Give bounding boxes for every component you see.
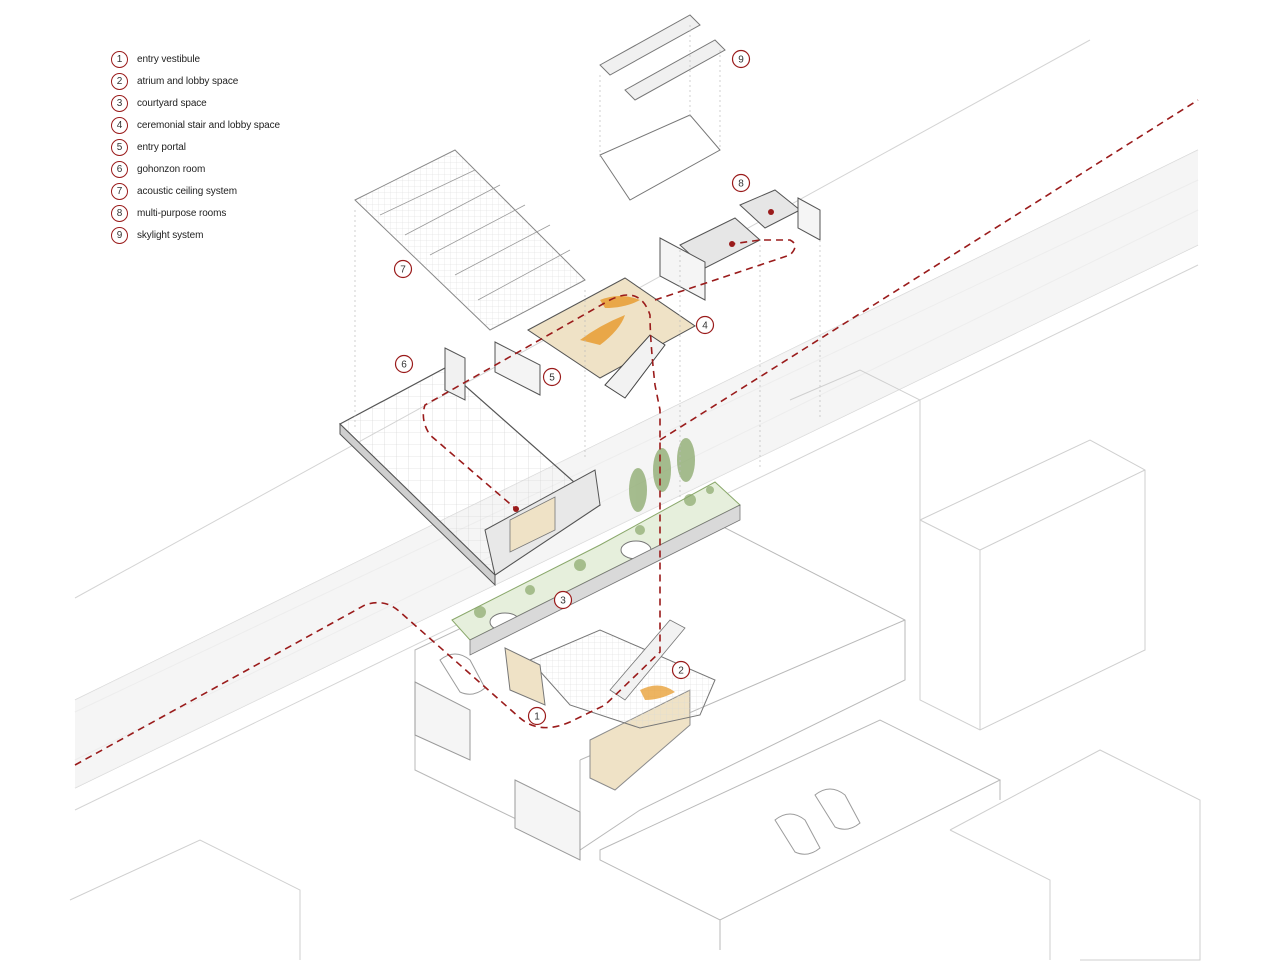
lobby-seating [580, 315, 625, 345]
acoustic-ceiling [354, 149, 586, 331]
legend-number: 8 [111, 204, 128, 222]
courtyard-wall [469, 504, 741, 656]
legend-label: acoustic ceiling system [137, 185, 237, 197]
legend-number: 3 [111, 94, 128, 112]
legend-label: skylight system [137, 229, 204, 241]
path-node [768, 209, 774, 215]
callout-2: 2 [671, 660, 691, 680]
legend-item: 2 atrium and lobby space [111, 70, 280, 92]
parked-car [439, 653, 861, 855]
path-node [513, 506, 519, 512]
callout-5: 5 [542, 367, 562, 387]
courtyard-planting [474, 486, 714, 618]
callout-3: 3 [553, 590, 573, 610]
gohonzon-room-side-wall [444, 347, 466, 401]
legend-number: 4 [111, 116, 128, 134]
callout-7: 7 [393, 259, 413, 279]
legend-label: entry portal [137, 141, 186, 153]
legend-number: 7 [111, 182, 128, 200]
callout-label: 4 [702, 321, 708, 332]
legend-item: 5 entry portal [111, 136, 280, 158]
callout-9: 9 [731, 49, 751, 69]
legend-number: 2 [111, 72, 128, 90]
gohonzon-altar [509, 496, 556, 553]
legend-label: ceremonial stair and lobby space [137, 119, 280, 131]
legend-number: 6 [111, 160, 128, 178]
callout-6: 6 [394, 354, 414, 374]
legend-number: 1 [111, 50, 128, 68]
legend-label: atrium and lobby space [137, 75, 239, 87]
skylight-unit [599, 14, 701, 76]
legend-item: 9 skylight system [111, 224, 280, 246]
skylight-frame [599, 114, 721, 201]
atrium-seating [640, 685, 675, 700]
legend-item: 6 gohonzon room [111, 158, 280, 180]
atrium-wall [504, 647, 546, 706]
legend: 1 entry vestibule 2 atrium and lobby space… [111, 48, 280, 246]
legend-number: 9 [111, 226, 128, 244]
legend-item: 8 multi-purpose rooms [111, 202, 280, 224]
legend-item: 1 entry vestibule [111, 48, 280, 70]
context-buildings [69, 369, 1201, 961]
callout-label: 7 [400, 265, 406, 276]
callout-label: 8 [738, 179, 744, 190]
callout-4: 4 [695, 315, 715, 335]
multipurpose-room-wall [659, 237, 706, 301]
base-wall-panel [414, 681, 471, 761]
path-node [729, 241, 735, 247]
legend-item: 7 acoustic ceiling system [111, 180, 280, 202]
gohonzon-room-wall [339, 422, 496, 587]
callout-label: 1 [534, 712, 540, 723]
legend-label: courtyard space [137, 97, 207, 109]
legend-label: multi-purpose rooms [137, 207, 227, 219]
callout-label: 3 [560, 596, 566, 607]
multipurpose-room [739, 189, 801, 229]
callout-8: 8 [731, 173, 751, 193]
callout-label: 5 [549, 373, 555, 384]
legend-item: 4 ceremonial stair and lobby space [111, 114, 280, 136]
legend-label: entry vestibule [137, 53, 200, 65]
callout-1: 1 [527, 706, 547, 726]
lobby-seating [600, 296, 640, 308]
legend-item: 3 courtyard space [111, 92, 280, 114]
skylight-unit [624, 39, 726, 101]
legend-number: 5 [111, 138, 128, 156]
callout-label: 9 [738, 55, 744, 66]
multipurpose-room-wall [797, 197, 821, 241]
courtyard-tree [629, 438, 695, 512]
callout-label: 6 [401, 360, 407, 371]
atrium-stair [609, 619, 686, 701]
callout-label: 2 [678, 666, 684, 677]
ceremonial-stair [604, 334, 666, 399]
legend-label: gohonzon room [137, 163, 206, 175]
circulation-path [74, 99, 1199, 766]
building-base [414, 514, 1002, 950]
acoustic-ceiling-ribs [379, 169, 571, 301]
entry-portal [494, 341, 541, 396]
base-wall-panel [514, 779, 581, 861]
